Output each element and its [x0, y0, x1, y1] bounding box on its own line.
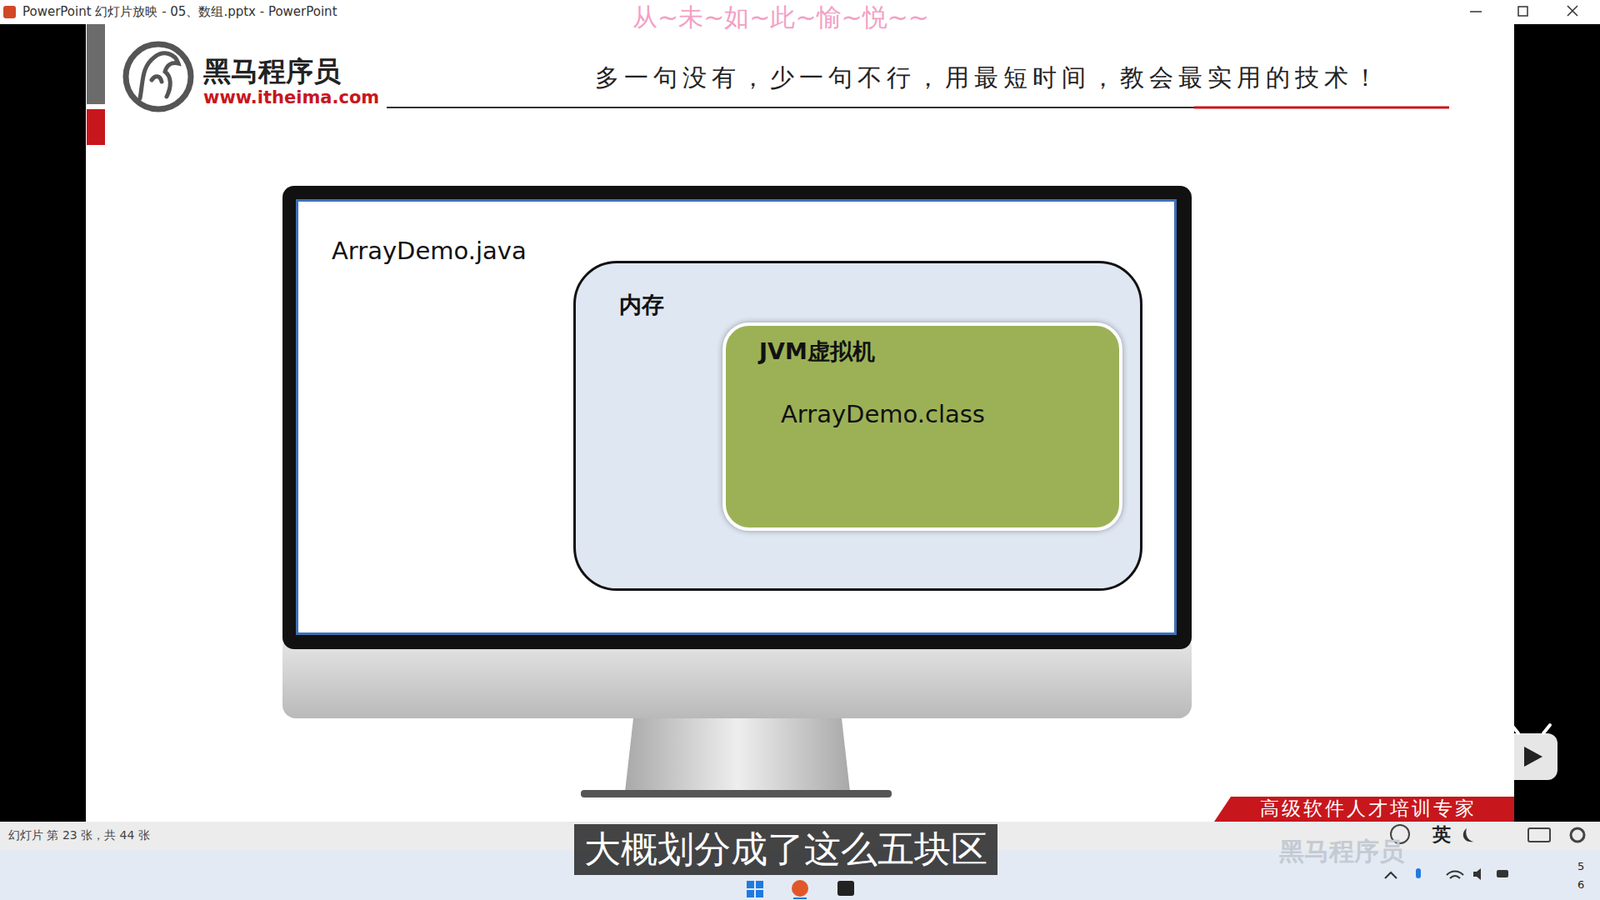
powerpoint-task-icon	[791, 880, 809, 897]
clock-digit: 6	[1577, 878, 1585, 892]
slide-side-bar	[86, 24, 105, 105]
keyboard-icon	[1528, 828, 1550, 842]
mic-icon	[1415, 868, 1421, 879]
slide-counter: 幻灯片 第 23 张，共 44 张	[8, 828, 150, 843]
wifi-icon	[1446, 871, 1464, 880]
app-task-icon	[837, 880, 855, 896]
settings-icon	[1570, 828, 1585, 842]
file-name: ArrayDemo.java	[331, 236, 527, 266]
monitor-stand	[625, 718, 850, 792]
windows-start-icon	[746, 880, 764, 898]
danmaku-comment: 从~未~如~此~愉~悦~~	[632, 2, 930, 33]
left-margin	[0, 24, 86, 822]
decoration-part	[746, 890, 755, 898]
monitor-base	[580, 790, 892, 798]
memory-box: JVM虚拟机 ArrayDemo.class 内存	[573, 260, 1143, 591]
app-icon	[3, 5, 16, 19]
header-rule	[386, 106, 1450, 109]
play-triangle	[1524, 746, 1543, 767]
slide-side-mark	[86, 109, 105, 145]
right-margin	[1514, 24, 1600, 822]
video-subtitle: 大概划分成了这么五块区	[574, 824, 998, 875]
decoration-part	[755, 880, 764, 889]
decoration-part	[746, 880, 755, 889]
tray-chevron	[1385, 872, 1397, 879]
play-button	[1504, 733, 1558, 780]
logo-horse	[140, 53, 179, 99]
header-rule-accent	[1194, 106, 1450, 110]
brand-name: 黑马程序员	[203, 55, 341, 89]
logo-ring	[125, 44, 191, 110]
slide-ground	[85, 24, 1515, 822]
jvm-box: JVM虚拟机 ArrayDemo.class	[722, 322, 1123, 531]
play-button-ears	[1511, 725, 1550, 734]
box-heading: JVM虚拟机	[759, 338, 875, 365]
monitor-screen: JVM虚拟机 ArrayDemo.class 内存 ArrayDemo.java	[295, 199, 1177, 635]
clock-digit: 5	[1577, 860, 1585, 874]
decoration-part	[755, 890, 764, 898]
monitor-frame	[282, 185, 1192, 650]
close-icon	[1567, 5, 1578, 16]
class-file-name: ArrayDemo.class	[780, 400, 985, 430]
box-heading: 内存	[619, 291, 665, 319]
ime-mode: 英	[1432, 824, 1451, 846]
slogan: 多一句没有，少一句不行，用最短时间，教会最实用的技术！	[595, 63, 1383, 93]
watermark: 黑马程序员	[1279, 836, 1405, 867]
battery-icon	[1496, 870, 1509, 878]
restore-icon	[1518, 6, 1528, 16]
minimize-icon	[1470, 10, 1482, 13]
ime-moon-icon	[1463, 828, 1474, 842]
window-title: PowerPoint 幻灯片放映 - 05、数组.pptx - PowerPoi…	[22, 4, 338, 20]
volume-icon	[1473, 868, 1481, 880]
banner-text: 高级软件人才培训专家	[1260, 797, 1477, 821]
slogan-banner	[1214, 796, 1515, 822]
brand-url: www.itheima.com	[203, 87, 380, 109]
active-task-mark	[793, 897, 807, 900]
